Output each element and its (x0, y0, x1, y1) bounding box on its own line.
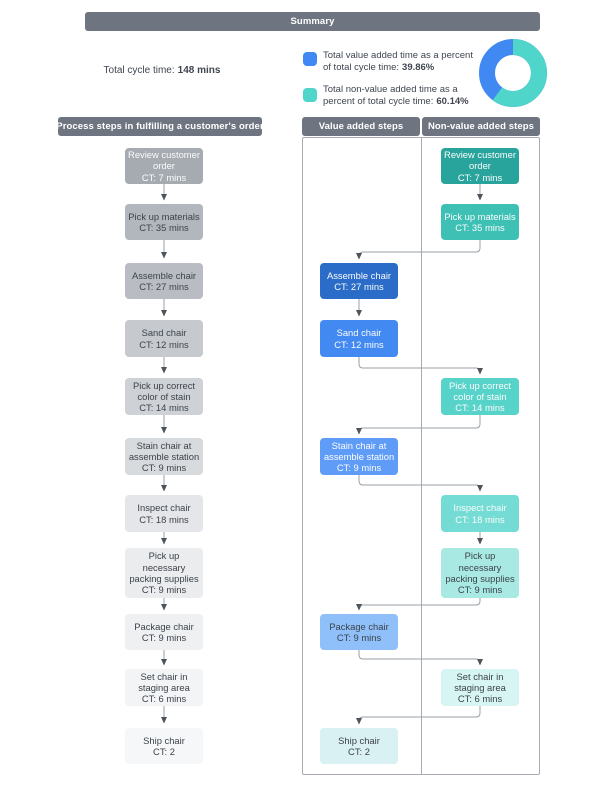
process-header-label: Process steps in fulfilling a customer's… (56, 121, 264, 132)
step-label: Pick up necessary packing supplies (129, 550, 199, 584)
nonvalue-column-header: Non-value added steps (422, 117, 540, 136)
step-ct: CT: 7 mins (141, 171, 187, 183)
legend-swatch-value (303, 52, 317, 66)
step-label: Assemble chair (131, 269, 197, 281)
step-label: Set chair in staging area (454, 670, 506, 693)
step-label: Stain chair at assemble station (323, 439, 395, 462)
legend-value-label: Total value added time as a percent of t… (323, 50, 473, 73)
legend-item-nonvalue: Total non-value added time as a percent … (323, 84, 483, 107)
step-ct: CT: 35 mins (139, 222, 189, 233)
step-label: Pick up materials (444, 210, 516, 222)
step-ct: CT: 9 mins (336, 632, 382, 643)
step-ct: CT: 12 mins (139, 338, 189, 350)
summary-header: Summary (85, 12, 540, 31)
step-label: Inspect chair (137, 502, 191, 514)
step-label: Assemble chair (326, 269, 392, 281)
total-cycle-value: 148 mins (177, 65, 221, 76)
step-label: Ship chair (338, 734, 380, 746)
step-ct: CT: 2 (153, 746, 175, 757)
summary-title: Summary (290, 16, 335, 27)
value-header-label: Value added steps (318, 121, 404, 132)
step-ct: CT: 6 mins (457, 693, 503, 705)
step-ct: CT: 9 mins (141, 462, 187, 474)
legend-item-value: Total value added time as a percent of t… (323, 50, 483, 73)
total-cycle-label: Total cycle time: (103, 65, 175, 76)
step-ct: CT: 7 mins (457, 171, 503, 183)
step-ct: CT: 12 mins (334, 338, 384, 350)
step-label: Ship chair (143, 734, 185, 746)
step-label: Set chair in staging area (138, 670, 190, 693)
step-label: Sand chair (141, 327, 187, 339)
step-ct: CT: 6 mins (141, 693, 187, 705)
donut-nonvalue-slice (479, 39, 547, 107)
legend-value-pct: 39.86% (402, 61, 435, 73)
step-ct: CT: 27 mins (139, 281, 189, 292)
donut-chart (479, 39, 547, 107)
step-label: Review customer order (128, 149, 200, 172)
step-label: Package chair (329, 620, 389, 632)
legend-swatch-nonvalue (303, 88, 317, 102)
nonvalue-header-label: Non-value added steps (427, 121, 535, 132)
value-column-header: Value added steps (302, 117, 420, 136)
step-ct: CT: 14 mins (455, 402, 505, 414)
step-label: Inspect chair (453, 502, 507, 514)
step-label: Package chair (134, 620, 194, 632)
process-column-header: Process steps in fulfilling a customer's… (56, 117, 264, 136)
column-divider (421, 137, 422, 775)
step-label: Pick up correct color of stain (449, 379, 511, 402)
step-ct: CT: 2 (348, 746, 370, 757)
step-ct: CT: 27 mins (334, 281, 384, 292)
step-ct: CT: 9 mins (141, 632, 187, 643)
step-label: Stain chair at assemble station (128, 439, 200, 462)
step-ct: CT: 9 mins (457, 584, 503, 596)
total-cycle-time: Total cycle time:148 mins (58, 65, 266, 76)
step-label: Pick up correct color of stain (133, 379, 195, 402)
step-label: Review customer order (444, 149, 516, 172)
step-label: Pick up materials (128, 210, 200, 222)
legend-nonvalue-label: Total non-value added time as a percent … (323, 84, 458, 107)
step-ct: CT: 35 mins (455, 222, 505, 233)
step-ct: CT: 14 mins (139, 402, 189, 414)
step-label: Sand chair (336, 327, 382, 339)
step-label: Pick up necessary packing supplies (445, 550, 515, 584)
step-ct: CT: 18 mins (139, 513, 189, 525)
legend-nonvalue-pct: 60.14% (436, 95, 469, 107)
step-ct: CT: 18 mins (455, 513, 505, 525)
step-ct: CT: 9 mins (141, 584, 187, 596)
step-ct: CT: 9 mins (336, 462, 382, 474)
